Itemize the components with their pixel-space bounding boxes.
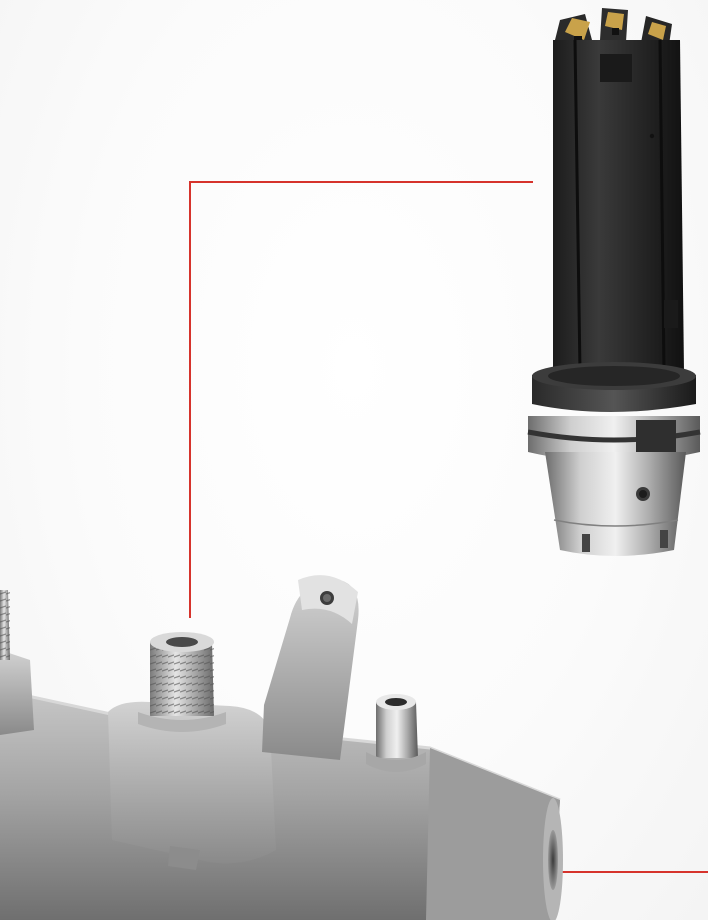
fuel-rail: [0, 575, 563, 920]
connector-line-upper: [189, 181, 533, 618]
pin-port: [366, 694, 426, 772]
tool-body: [553, 40, 684, 372]
threaded-port-left: [0, 590, 10, 660]
milling-tool: [527, 8, 701, 556]
mounting-bracket: [262, 575, 359, 760]
threaded-port: [138, 632, 226, 732]
tool-holder-taper: [545, 452, 686, 556]
